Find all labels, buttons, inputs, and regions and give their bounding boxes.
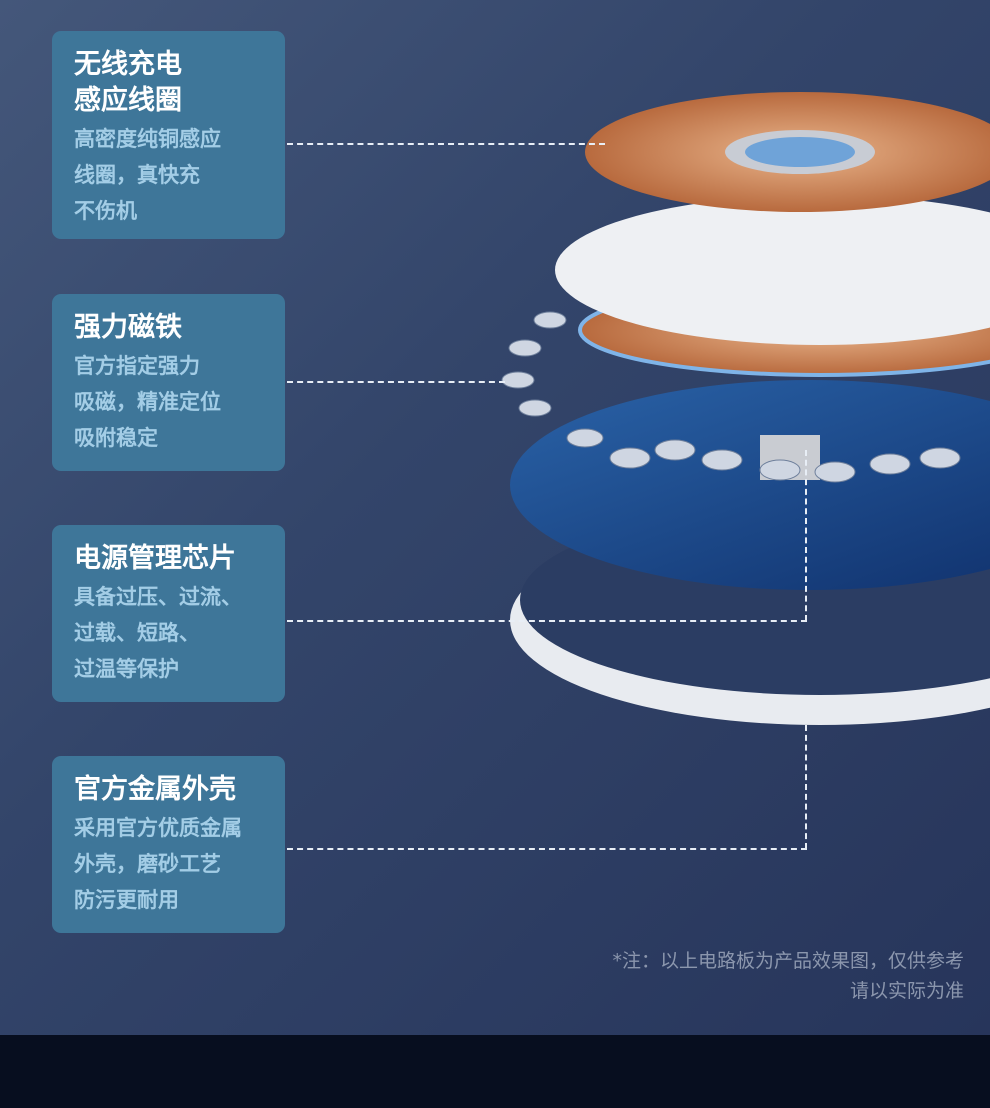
disclaimer-note: *注：以上电路板为产品效果图，仅供参考 请以实际为准 <box>612 946 964 1006</box>
feature-desc: 具备过压、过流、 <box>74 585 242 609</box>
feature-card-coil: 无线充电 感应线圈 高密度纯铜感应 线圈，真快充 不伤机 <box>52 31 285 239</box>
feature-card-magnet: 强力磁铁 官方指定强力 吸磁，精准定位 吸附稳定 <box>52 294 285 471</box>
feature-desc: 吸附稳定 <box>74 426 158 450</box>
feature-title: 强力磁铁 <box>74 312 182 343</box>
footer-bar <box>0 1035 990 1108</box>
leader-line-coil <box>287 143 605 145</box>
note-line: *注：以上电路板为产品效果图，仅供参考 <box>612 950 964 972</box>
feature-card-shell: 官方金属外壳 采用官方优质金属 外壳，磨砂工艺 防污更耐用 <box>52 756 285 933</box>
feature-desc: 防污更耐用 <box>74 888 179 912</box>
feature-desc: 官方指定强力 <box>74 354 200 378</box>
feature-desc: 线圈，真快充 <box>74 163 200 187</box>
leader-line-chip <box>287 620 807 622</box>
feature-title: 无线充电 <box>74 49 182 80</box>
feature-title: 感应线圈 <box>74 85 182 116</box>
note-line: 请以实际为准 <box>849 980 964 1002</box>
feature-desc: 过温等保护 <box>74 657 179 681</box>
feature-desc: 吸磁，精准定位 <box>74 390 221 414</box>
feature-desc: 不伤机 <box>74 199 137 223</box>
feature-desc: 外壳，磨砂工艺 <box>74 852 221 876</box>
leader-line-chip-vertical <box>805 450 807 621</box>
feature-desc: 高密度纯铜感应 <box>74 127 221 151</box>
feature-card-chip: 电源管理芯片 具备过压、过流、 过载、短路、 过温等保护 <box>52 525 285 702</box>
feature-title: 官方金属外壳 <box>74 774 236 805</box>
ferrite-sheet <box>555 195 990 345</box>
feature-desc: 过载、短路、 <box>74 621 200 645</box>
circuit-board <box>510 380 990 590</box>
leader-line-shell <box>287 848 807 850</box>
leader-line-magnet <box>287 381 505 383</box>
wireless-charger-exploded-illustration <box>501 92 990 725</box>
feature-desc: 采用官方优质金属 <box>74 816 242 840</box>
leader-line-shell-vertical <box>805 725 807 849</box>
feature-title: 电源管理芯片 <box>74 543 236 574</box>
